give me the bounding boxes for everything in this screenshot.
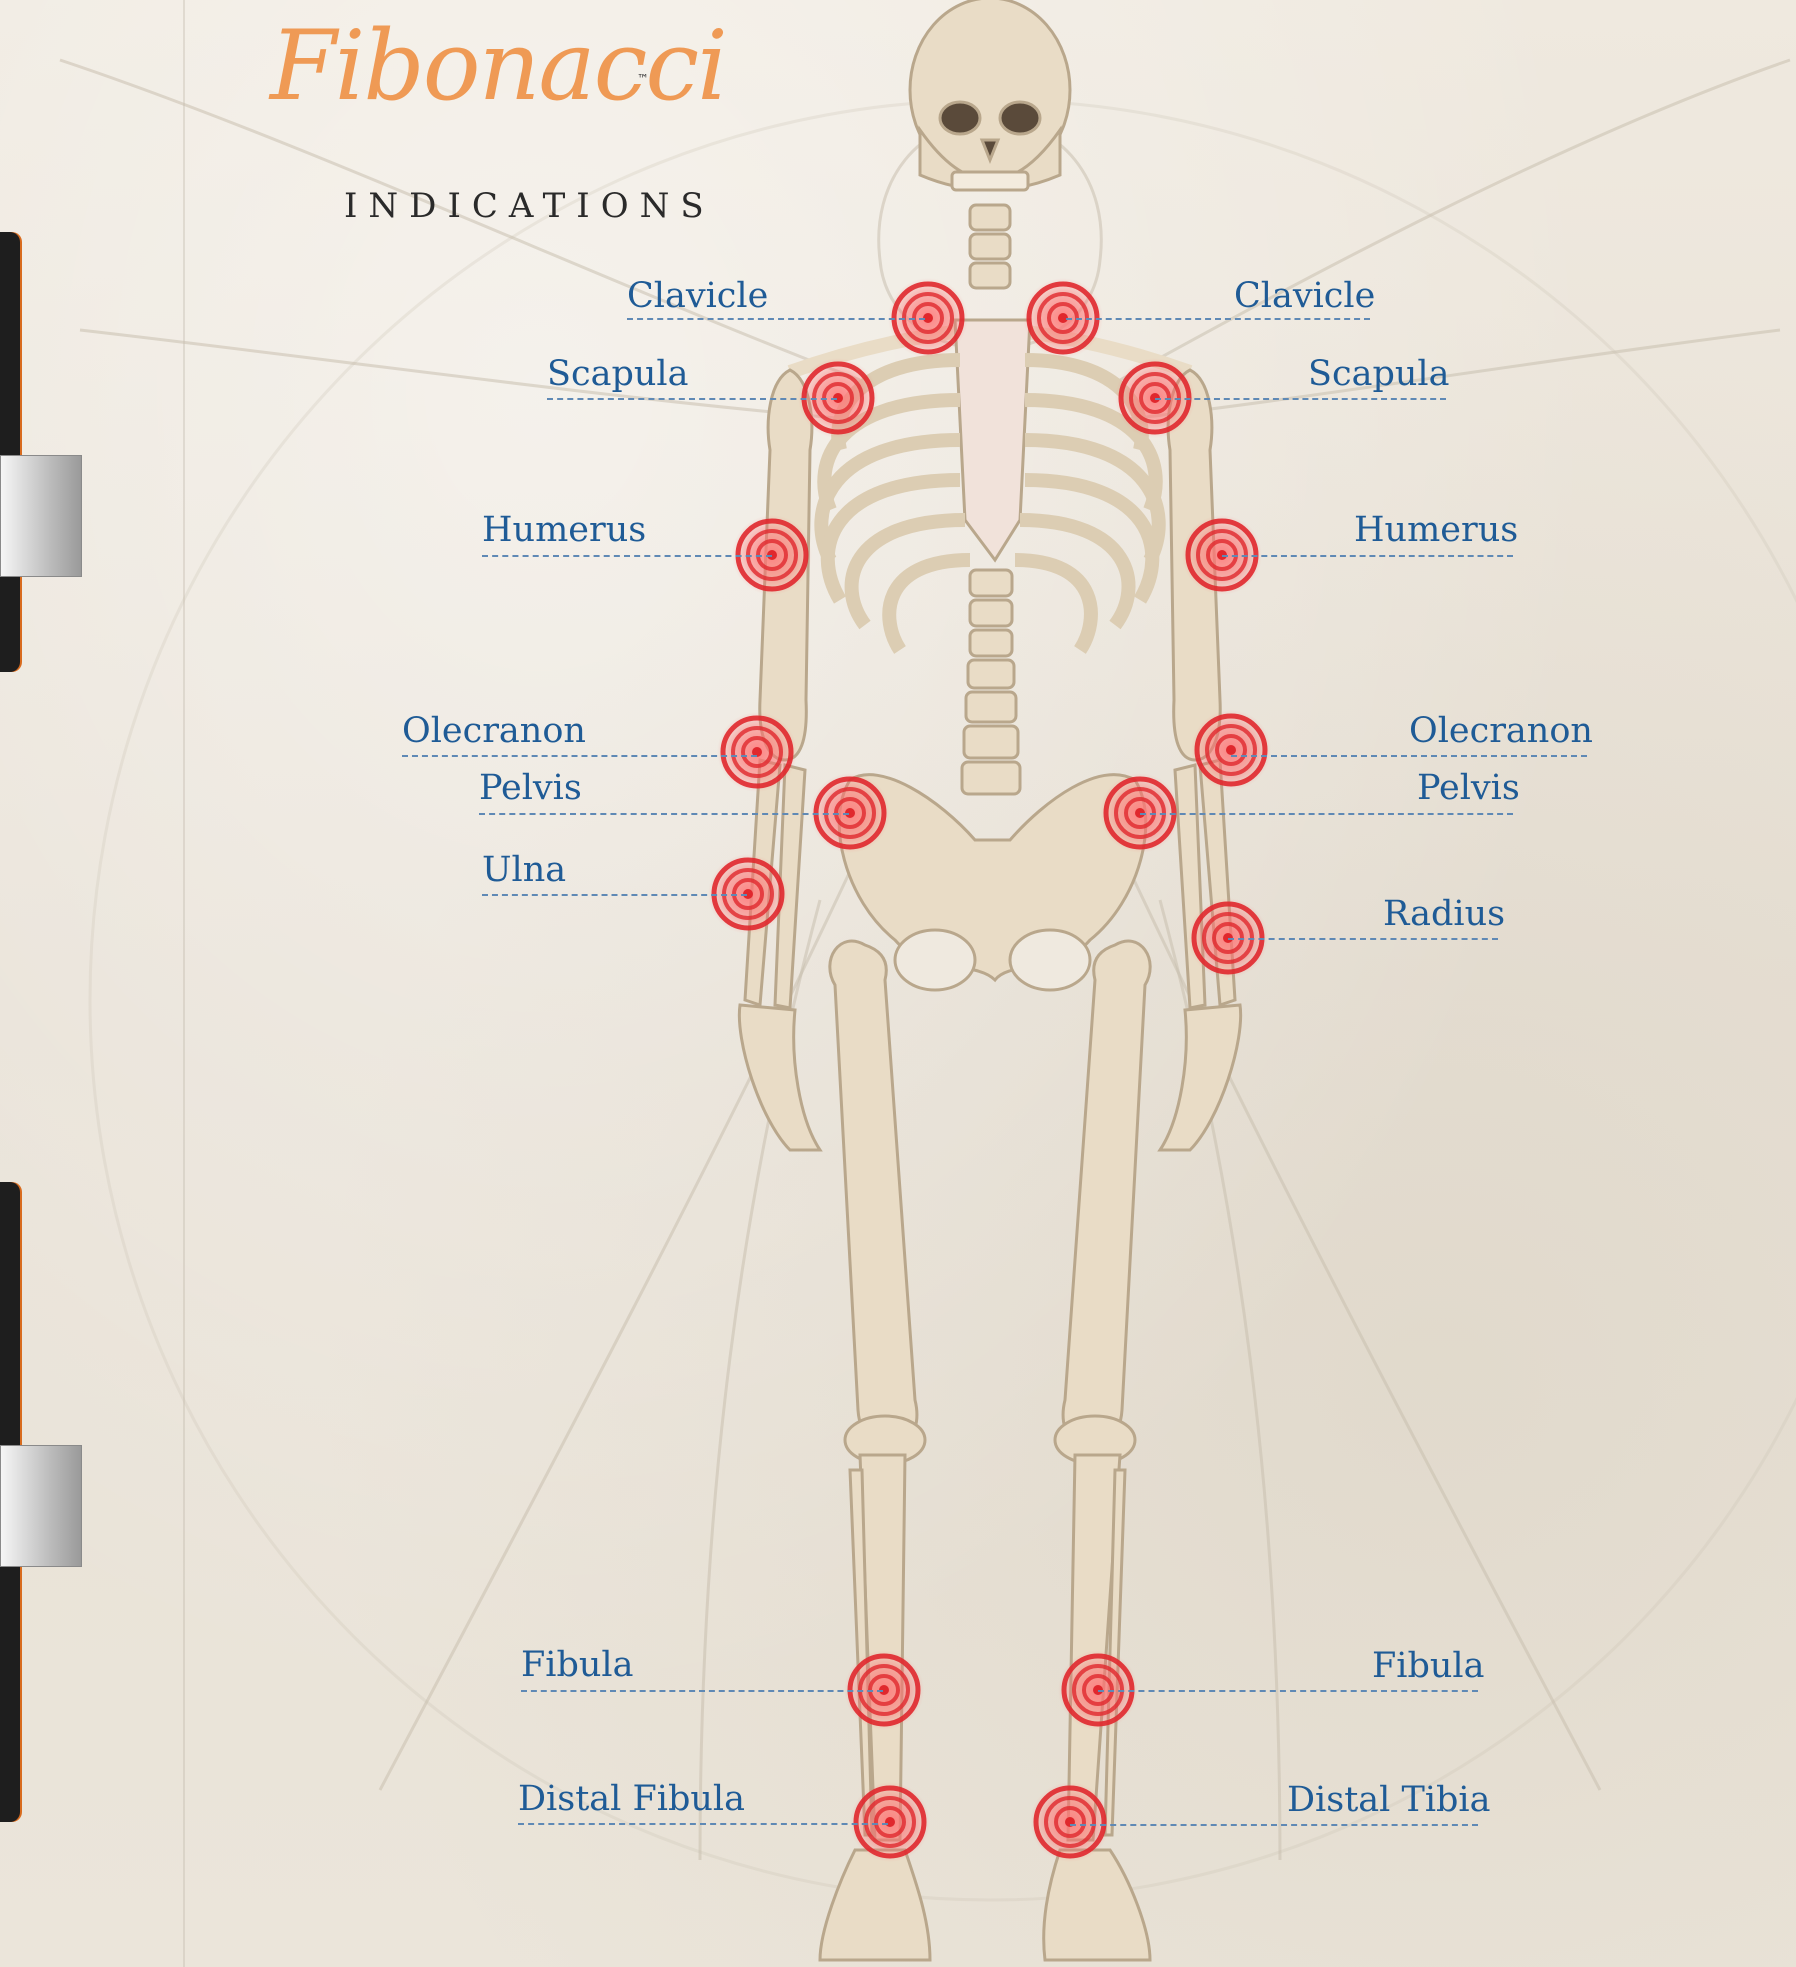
leader-left-scapula: [547, 398, 837, 400]
target-right-olecranon: [1191, 710, 1271, 790]
leader-left-humerus: [482, 555, 772, 557]
leader-right-clavicle: [1066, 318, 1370, 320]
label-left-distal-fibula: Distal Fibula: [518, 1782, 745, 1817]
label-left-fibula: Fibula: [521, 1648, 634, 1683]
leader-right-fibula: [1098, 1690, 1478, 1692]
label-left-scapula: Scapula: [547, 357, 688, 392]
label-right-fibula: Fibula: [1372, 1649, 1485, 1684]
leader-right-humerus: [1222, 555, 1513, 557]
label-left-ulna: Ulna: [482, 853, 566, 888]
trademark-symbol: ™: [637, 72, 649, 86]
label-right-distal-tibia: Distal Tibia: [1287, 1783, 1490, 1818]
leader-right-pelvis: [1140, 813, 1513, 815]
label-right-scapula: Scapula: [1308, 357, 1449, 392]
leader-left-olecranon: [402, 755, 757, 757]
label-right-olecranon: Olecranon: [1409, 714, 1593, 749]
label-right-clavicle: Clavicle: [1234, 279, 1375, 314]
leader-left-ulna: [482, 894, 747, 896]
label-right-humerus: Humerus: [1354, 513, 1518, 548]
brand-subtitle: INDICATIONS: [344, 186, 715, 226]
leader-left-pelvis: [479, 813, 849, 815]
leader-right-radius: [1228, 938, 1498, 940]
skeleton: [739, 0, 1240, 1960]
leader-right-distal-tibia: [1070, 1824, 1478, 1826]
leader-left-clavicle: [627, 318, 925, 320]
brand-logo: Fibonacci: [270, 10, 726, 122]
leader-right-olecranon: [1231, 755, 1587, 757]
leader-left-fibula: [521, 1690, 883, 1692]
target-left-olecranon: [717, 712, 797, 792]
label-left-olecranon: Olecranon: [402, 714, 586, 749]
target-left-distal-fibula: [850, 1782, 930, 1862]
target-right-distal-tibia: [1030, 1782, 1110, 1862]
label-right-radius: Radius: [1383, 897, 1505, 932]
leader-left-distal-fibula: [518, 1823, 888, 1825]
label-right-pelvis: Pelvis: [1417, 771, 1520, 806]
label-left-humerus: Humerus: [482, 513, 646, 548]
label-left-pelvis: Pelvis: [479, 771, 582, 806]
label-left-clavicle: Clavicle: [627, 279, 768, 314]
leader-right-scapula: [1155, 398, 1446, 400]
